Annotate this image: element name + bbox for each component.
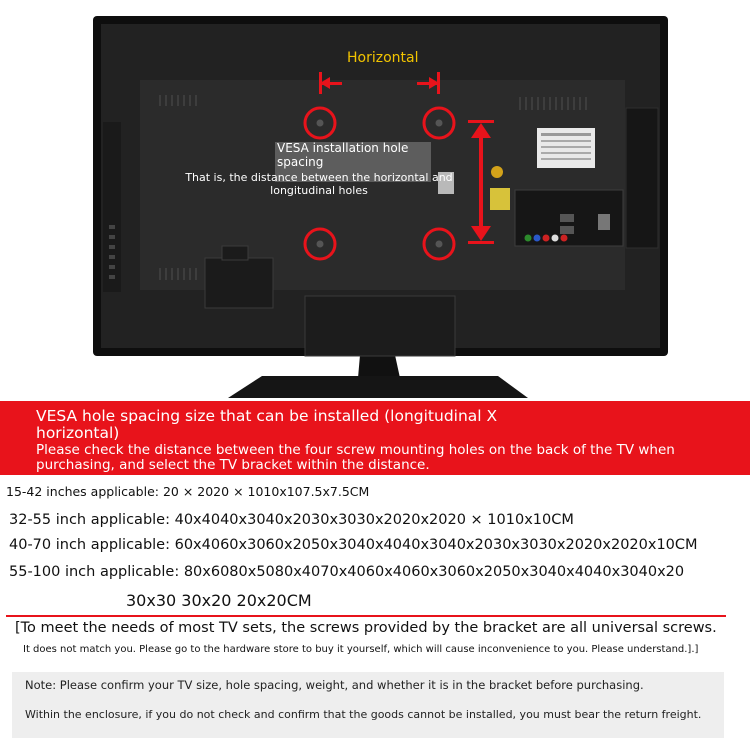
vesa-hole-bottom-left: [303, 227, 337, 261]
vesa-hole-bottom-right: [422, 227, 456, 261]
vesa-hole-top-right: [422, 106, 456, 140]
tv-stand-neck: [358, 355, 400, 378]
power-socket: [204, 257, 274, 309]
screw-subnote: It does not match you. Please go to the …: [23, 644, 699, 655]
vesa-title-label: VESA installation hole spacing: [277, 141, 409, 169]
tv-vents: [159, 95, 587, 280]
spec-row-55-100-continued: 30x30 30x20 20x20CM: [126, 591, 312, 610]
tv-raised-panel: [140, 80, 625, 290]
horizontal-label: Horizontal: [347, 50, 419, 66]
red-banner: [0, 401, 750, 475]
spec-row-40-70: 40-70 inch applicable: 60x4060x3060x2050…: [9, 537, 698, 553]
stand-mount: [304, 295, 456, 357]
tv-stand-base: [228, 376, 528, 398]
vesa-hole-markers: [303, 106, 456, 261]
note-line-1: Note: Please confirm your TV size, hole …: [25, 678, 644, 692]
text-backdrop: [275, 142, 431, 182]
side-hook: [625, 107, 659, 249]
vesa-hole-top-left: [303, 106, 337, 140]
banner-subtitle: Please check the distance between the fo…: [36, 442, 675, 473]
spec-row-15-42: 15-42 inches applicable: 20 × 2020 × 101…: [6, 484, 370, 499]
tv-side-buttons: [103, 122, 121, 292]
vertical-arrow: [468, 120, 494, 244]
note-box: [12, 672, 724, 738]
banner-title: VESA hole spacing size that can be insta…: [36, 407, 498, 442]
tv-button-dots: [109, 225, 115, 279]
av-jacks: [524, 234, 568, 242]
tv-back-image: [93, 16, 668, 398]
tv-back-illustration: [93, 16, 668, 398]
spec-row-55-100: 55-100 inch applicable: 80x6080x5080x407…: [9, 564, 685, 580]
warranty-sticker: [490, 188, 510, 210]
vesa-description-label: That is, the distance between the horizo…: [185, 171, 453, 197]
red-divider: [6, 615, 726, 617]
note-line-2: Within the enclosure, if you do not chec…: [25, 708, 702, 721]
screw-note: [To meet the needs of most TV sets, the …: [15, 620, 717, 636]
horizontal-arrows: [319, 72, 440, 94]
spec-row-32-55: 32-55 inch applicable: 40x4040x3040x2030…: [9, 512, 574, 528]
